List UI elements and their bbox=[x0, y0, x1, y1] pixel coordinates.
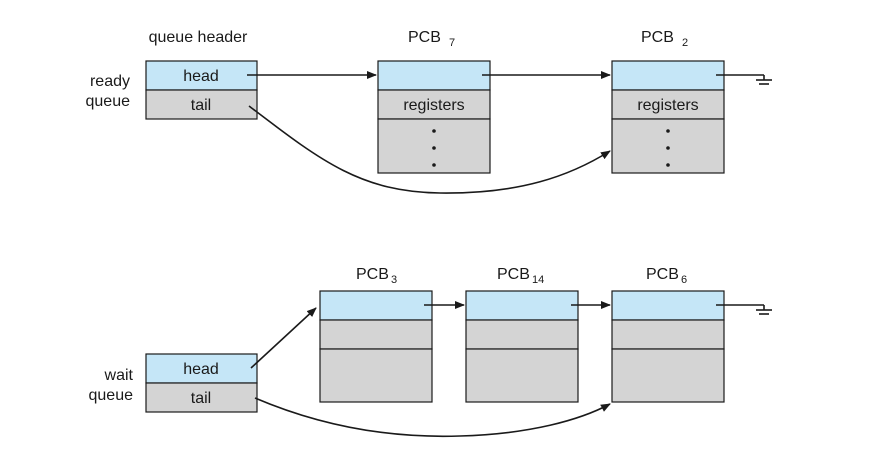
wait-pcb-14: PCB 14 bbox=[465, 266, 579, 403]
wait-head-field bbox=[145, 353, 258, 384]
pcb-6-body-field bbox=[611, 348, 725, 403]
pcb-14-name: PCB bbox=[497, 266, 530, 283]
wait-tail-label: tail bbox=[191, 390, 211, 407]
ready-pcb-7: PCB 7 registers bbox=[377, 29, 491, 174]
pcb-14-subscript: 14 bbox=[532, 274, 544, 286]
pcb-2-name: PCB bbox=[641, 29, 674, 46]
pcb-7-pointer-field bbox=[377, 60, 491, 91]
ready-null-ground-icon bbox=[716, 74, 772, 85]
ready-queue-header: head tail bbox=[145, 60, 258, 120]
pcb-14-field bbox=[465, 319, 579, 350]
pcb-2-ellipsis-dot bbox=[666, 146, 670, 150]
wait-pcb-6: PCB 6 bbox=[611, 266, 725, 403]
pcb-7-registers-label: registers bbox=[403, 97, 464, 114]
pcb-7-ellipsis-dot bbox=[432, 129, 436, 133]
pcb-7-ellipsis-dot bbox=[432, 163, 436, 167]
pcb-7-name: PCB bbox=[408, 29, 441, 46]
pcb-7-ellipsis-dot bbox=[432, 146, 436, 150]
pcb-14-pointer-field bbox=[465, 290, 579, 321]
pcb-2-ellipsis-dot bbox=[666, 163, 670, 167]
pcb-3-pointer-field bbox=[319, 290, 433, 321]
ready-tail-label: tail bbox=[191, 97, 211, 114]
pcb-3-body-field bbox=[319, 348, 433, 403]
pcb-6-name: PCB bbox=[646, 266, 679, 283]
ready-pcb-2: PCB 2 registers bbox=[611, 29, 725, 174]
wait-queue-header: head tail bbox=[145, 353, 258, 413]
pcb-3-field bbox=[319, 319, 433, 350]
pcb-7-subscript: 7 bbox=[449, 37, 455, 49]
ready-head-label: head bbox=[183, 68, 219, 85]
wait-queue-label-line2: queue bbox=[89, 387, 134, 404]
pcb-6-field bbox=[611, 319, 725, 350]
pcb-14-body-field bbox=[465, 348, 579, 403]
pcb-2-registers-label: registers bbox=[637, 97, 698, 114]
pcb-6-subscript: 6 bbox=[681, 274, 687, 286]
wait-queue-label-line1: wait bbox=[104, 367, 134, 384]
pcb-6-pointer-field bbox=[611, 290, 725, 321]
wait-pcb-3: PCB 3 bbox=[319, 266, 433, 403]
ready-head-field bbox=[145, 60, 258, 91]
pcb-2-ellipsis-dot bbox=[666, 129, 670, 133]
pcb-3-subscript: 3 bbox=[391, 274, 397, 286]
queue-header-label: queue header bbox=[149, 29, 248, 46]
ready-queue-label-line2: queue bbox=[86, 93, 131, 110]
ready-queue-label-line1: ready bbox=[90, 73, 130, 90]
wait-tail-field bbox=[145, 382, 258, 413]
pcb-3-name: PCB bbox=[356, 266, 389, 283]
ready-tail-arrow bbox=[248, 105, 611, 194]
wait-head-label: head bbox=[183, 361, 219, 378]
ready-tail-field bbox=[145, 89, 258, 120]
pcb-2-subscript: 2 bbox=[682, 37, 688, 49]
pcb-2-pointer-field bbox=[611, 60, 725, 91]
wait-tail-arrow bbox=[254, 397, 611, 438]
wait-null-ground-icon bbox=[716, 304, 772, 315]
wait-head-arrow bbox=[250, 307, 317, 369]
